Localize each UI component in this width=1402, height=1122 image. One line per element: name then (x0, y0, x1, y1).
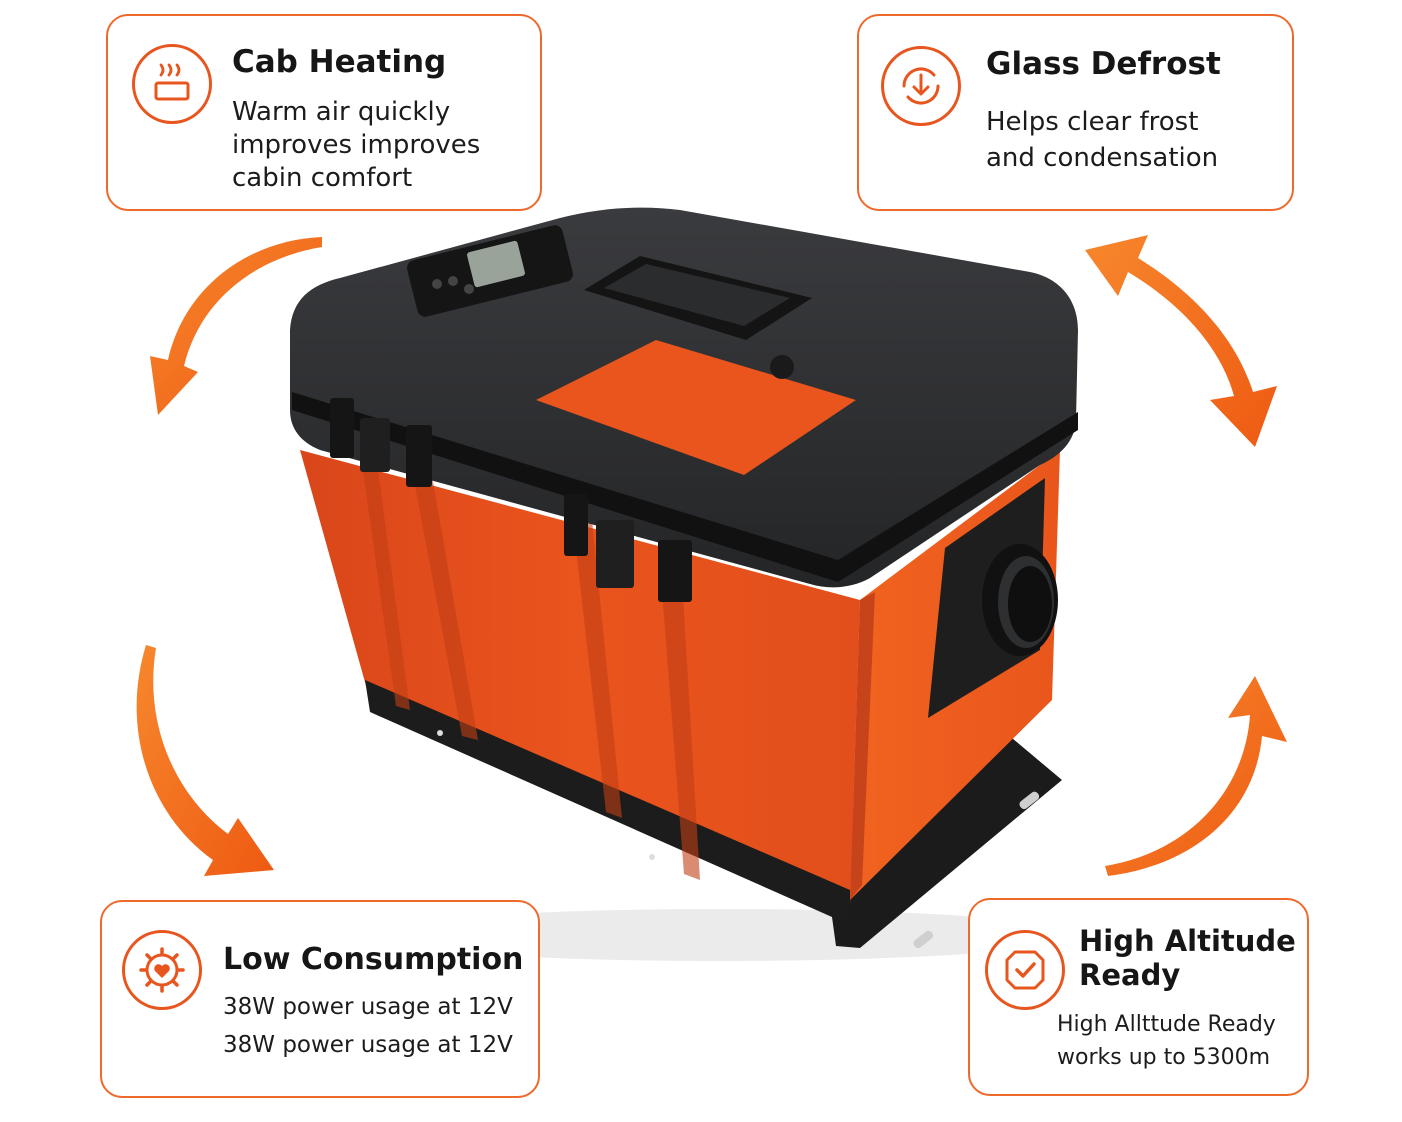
feature-title: Cab Heating (232, 44, 447, 80)
feature-title: Low Consumption (223, 942, 524, 977)
defrost-icon (881, 46, 961, 126)
arrow-top-left (150, 237, 322, 415)
feature-description: Helps clear frost and condensation (986, 107, 1219, 173)
feature-description: High Allttude Ready works up to 5300m (1057, 1012, 1276, 1070)
arrow-right-double (1085, 235, 1277, 447)
badge-check-icon (985, 930, 1065, 1010)
arrow-bottom-right (1105, 676, 1287, 876)
feature-card-low-consumption: Low Consumption 38W power usage at 12V 3… (100, 900, 540, 1098)
feature-card-glass-defrost: Glass Defrost Helps clear frost and cond… (857, 14, 1294, 211)
feature-card-cab-heating: Cab Heating Warm air quickly improves im… (106, 14, 542, 211)
heater-side-panel (850, 450, 1060, 900)
heating-icon (132, 44, 212, 124)
feature-card-high-altitude: High Altitude Ready High Allttude Ready … (968, 898, 1309, 1096)
heater-lid (290, 207, 1078, 588)
feature-title: High Altitude Ready (1079, 924, 1296, 993)
lid-latches (330, 398, 692, 602)
feature-description: 38W power usage at 12V 38W power usage a… (223, 994, 513, 1058)
gear-heart-icon (122, 930, 202, 1010)
heater-front-panel (300, 450, 860, 925)
feature-description: Warm air quickly improves improves cabin… (232, 97, 481, 193)
feature-title: Glass Defrost (986, 46, 1221, 82)
arrow-bottom-left (136, 645, 274, 876)
